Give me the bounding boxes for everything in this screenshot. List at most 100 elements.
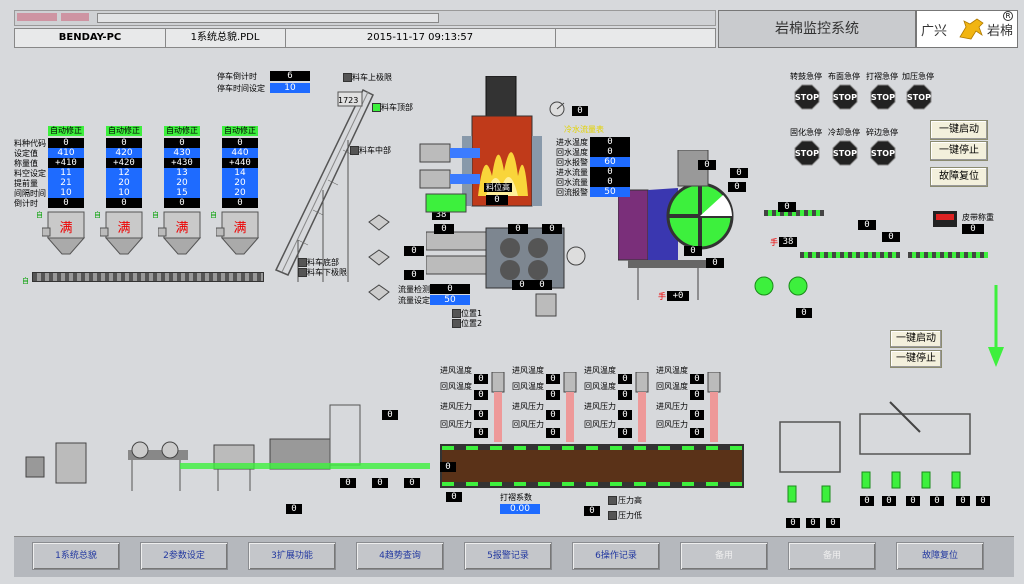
feed-cell: +440 xyxy=(222,158,258,168)
nav-button-9[interactable]: 故障复位 xyxy=(896,542,984,570)
feed-cell[interactable]: 20 xyxy=(164,178,200,188)
feed-cell[interactable]: 20 xyxy=(106,178,142,188)
brand-logo: 广兴 岩棉 R xyxy=(916,10,1018,48)
info-bar: BENDAY-PC 1系统总貌.PDL 2015-11-17 09:13:57 xyxy=(14,28,716,48)
feed-cell: 0 xyxy=(164,198,200,208)
oven-label: 进风温度 xyxy=(584,366,616,375)
oven-value: 0 xyxy=(618,390,632,400)
feed-row-label: 料空设定 xyxy=(14,169,46,178)
emergency-stop-button[interactable] xyxy=(794,84,820,110)
oven-label: 回风温度 xyxy=(584,382,616,391)
oven-label: 进风压力 xyxy=(656,402,688,411)
water-value: 0 xyxy=(590,177,630,187)
horse-logo-icon xyxy=(959,18,984,40)
water-label: 进水温度 xyxy=(556,138,588,147)
emergency-stop-button[interactable] xyxy=(832,140,858,166)
feed-cell[interactable]: 420 xyxy=(106,148,142,158)
line-reading: 0 xyxy=(340,478,356,488)
nav-button-8[interactable]: 备用 xyxy=(788,542,876,570)
emergency-stop-button[interactable] xyxy=(794,140,820,166)
feed-cell[interactable]: 11 xyxy=(48,168,84,178)
oven-label: 回风温度 xyxy=(512,382,544,391)
cutter-machine xyxy=(779,401,971,503)
feed-cell[interactable]: 21 xyxy=(48,178,84,188)
water-value[interactable]: 50 xyxy=(590,187,630,197)
nav-button-6[interactable]: 6操作记录 xyxy=(572,542,660,570)
feed-row-label: 料种代码 xyxy=(14,139,46,148)
cutter-stop-button[interactable]: 一键停止 xyxy=(890,350,942,368)
water-label: 回水流量 xyxy=(556,178,588,187)
line-reading: 0 xyxy=(446,492,462,502)
oven-value: 0 xyxy=(546,428,560,438)
screen-name: 1系统总貌.PDL xyxy=(165,29,286,47)
oven-label: 进风压力 xyxy=(440,402,472,411)
feed-cell[interactable]: 12 xyxy=(106,168,142,178)
cutter-start-button[interactable]: 一键启动 xyxy=(890,330,942,348)
emergency-stop-button[interactable] xyxy=(906,84,932,110)
feed-cell[interactable]: 15 xyxy=(164,188,200,198)
curing-oven xyxy=(440,444,744,488)
oven-value: 0 xyxy=(474,390,488,400)
feed-cell[interactable]: 14 xyxy=(222,168,258,178)
feed-cell[interactable]: 20 xyxy=(222,178,258,188)
pleat-coefficient[interactable]: 0.00 xyxy=(500,504,540,514)
nav-button-7[interactable]: 备用 xyxy=(680,542,768,570)
stop-set-value[interactable]: 10 xyxy=(270,83,310,93)
tank-conveyor xyxy=(32,272,264,282)
nav-button-5[interactable]: 5报警记录 xyxy=(464,542,552,570)
oven-value: 0 xyxy=(690,428,704,438)
flow-reading: 0 xyxy=(508,224,528,234)
one-key-start-button[interactable]: 一键启动 xyxy=(930,120,988,140)
water-value[interactable]: 60 xyxy=(590,157,630,167)
feed-cell[interactable]: 13 xyxy=(164,168,200,178)
svg-text:满: 满 xyxy=(59,221,72,236)
nav-button-3[interactable]: 3扩展功能 xyxy=(248,542,336,570)
feed-cell[interactable]: 410 xyxy=(48,148,84,158)
emergency-stop-button[interactable] xyxy=(870,84,896,110)
spinner-reading: 0 xyxy=(730,168,748,178)
auto-correct-button[interactable]: 自动修正 xyxy=(164,126,200,136)
auto-correct-button[interactable]: 自动修正 xyxy=(106,126,142,136)
feed-cell[interactable]: 440 xyxy=(222,148,258,158)
feed-row-label: 设定值 xyxy=(14,149,38,158)
feed-cell[interactable]: 20 xyxy=(222,188,258,198)
oven-value: 0 xyxy=(618,374,632,384)
auto-correct-button[interactable]: 自动修正 xyxy=(222,126,258,136)
stop-label: 固化急停 xyxy=(790,128,822,137)
batch-tank: 满 xyxy=(41,210,86,255)
nav-button-1[interactable]: 1系统总貌 xyxy=(32,542,120,570)
feed-cell[interactable]: 10 xyxy=(48,188,84,198)
water-value: 0 xyxy=(590,137,630,147)
stop-text: STOP xyxy=(833,93,857,102)
flow-reading: 0 xyxy=(404,270,424,280)
stop-text: STOP xyxy=(833,149,857,158)
auto-correct-button[interactable]: 自动修正 xyxy=(48,126,84,136)
oven-label: 进风温度 xyxy=(656,366,688,375)
feed-cell[interactable]: 10 xyxy=(106,188,142,198)
feed-cell: 0 xyxy=(48,138,84,148)
fault-reset-top-button[interactable]: 故障复位 xyxy=(930,167,988,187)
alarm-strip xyxy=(14,10,716,26)
svg-text:满: 满 xyxy=(175,221,188,236)
spinner-reading: 0 xyxy=(882,232,900,242)
feed-cell: +420 xyxy=(106,158,142,168)
cupola-furnace xyxy=(462,76,542,207)
stop-text: STOP xyxy=(795,149,819,158)
cutter-reading: 0 xyxy=(826,518,840,528)
one-key-stop-button[interactable]: 一键停止 xyxy=(930,141,988,161)
emergency-stop-button[interactable] xyxy=(870,140,896,166)
line-reading: 0 xyxy=(286,504,302,514)
nav-button-4[interactable]: 4趋势查询 xyxy=(356,542,444,570)
flow-reading: 0 xyxy=(512,280,532,290)
spinner-reading: 0 xyxy=(706,258,724,268)
emergency-stop-button[interactable] xyxy=(832,84,858,110)
oven-fan-motor xyxy=(634,371,650,442)
spinner-plus-value: +0 xyxy=(667,291,689,301)
line-reading: 0 xyxy=(440,462,456,472)
flow-set-value[interactable]: 50 xyxy=(430,295,470,305)
nav-button-2[interactable]: 2参数设定 xyxy=(140,542,228,570)
feed-cell: 0 xyxy=(222,198,258,208)
feed-cell[interactable]: 430 xyxy=(164,148,200,158)
blowers xyxy=(368,214,390,301)
